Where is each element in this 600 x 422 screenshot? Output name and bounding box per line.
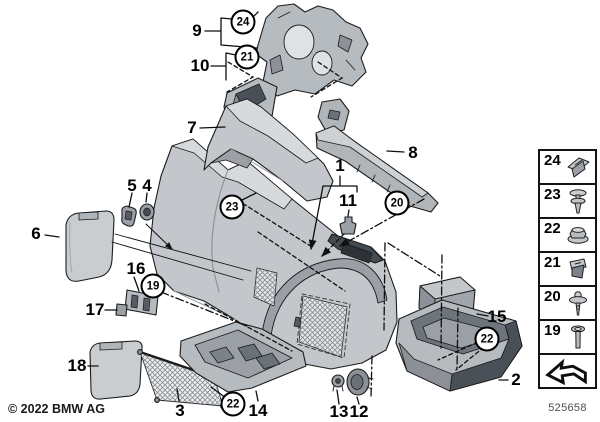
callout-7: 7 — [187, 118, 197, 137]
part-13-fastener — [331, 374, 345, 392]
callout-18: 18 — [67, 356, 87, 375]
callout-circled-22-right: 22 — [474, 326, 500, 352]
legend-number: 21 — [544, 254, 561, 271]
part-5-clip — [121, 205, 137, 227]
callout-circled-23: 23 — [219, 194, 245, 220]
legend-number: 23 — [544, 186, 561, 203]
part-9-mount-bracket — [255, 3, 369, 97]
callout-2: 2 — [511, 370, 521, 389]
legend-number: 24 — [544, 152, 561, 169]
clamp-clip-icon — [569, 258, 587, 279]
bolt-icon — [571, 325, 585, 349]
copyright-notice: © 2022 BMW AG — [8, 402, 105, 416]
spring-clip-icon — [567, 157, 590, 178]
callout-10: 10 — [190, 56, 210, 75]
part-17-cap — [115, 303, 128, 317]
callout-15: 15 — [487, 307, 507, 326]
legend-item-24: 24 — [538, 149, 597, 185]
callout-1: 1 — [335, 156, 345, 175]
part-7-upper-trim — [203, 98, 334, 202]
callout-12: 12 — [349, 402, 369, 421]
part-12-speaker-cover — [346, 368, 374, 396]
part-3-luggage-net — [137, 349, 226, 409]
callout-17: 17 — [85, 300, 105, 319]
part-2-storage-tray — [395, 299, 523, 392]
leader-lines — [44, 11, 509, 405]
callout-circled-20: 20 — [384, 190, 410, 216]
callout-4: 4 — [142, 176, 152, 195]
flange-nut-icon — [567, 227, 589, 244]
legend-number: 20 — [544, 288, 561, 305]
callout-circled-19: 19 — [140, 273, 166, 299]
part-6-cover-cap — [65, 210, 115, 282]
callout-circled-21: 21 — [234, 44, 260, 70]
callout-5: 5 — [127, 176, 137, 195]
legend-number: 22 — [544, 220, 561, 237]
legend-item-20: 20 — [538, 285, 597, 321]
part-11-clip — [339, 216, 357, 235]
legend-number: 19 — [544, 322, 561, 339]
callout-11: 11 — [339, 191, 357, 210]
diagram-number: 525658 — [548, 402, 587, 414]
direction-arrow-box — [538, 353, 597, 389]
part-4-clip — [139, 203, 155, 221]
washer-screw-icon — [569, 291, 587, 316]
legend-item-22: 22 — [538, 217, 597, 253]
legend-item-19: 19 — [538, 319, 597, 355]
callout-3: 3 — [175, 401, 185, 420]
part-14-tool-tray — [179, 321, 307, 393]
callout-9: 9 — [192, 21, 202, 40]
callout-6: 6 — [31, 224, 41, 243]
callout-8: 8 — [408, 143, 418, 162]
panel-vent-mesh — [253, 267, 348, 358]
expansion-rivet-icon — [569, 189, 587, 214]
part-1-side-trim-panel — [149, 138, 398, 370]
callout-13: 13 — [329, 402, 349, 421]
direction-arrow-icon — [545, 358, 587, 386]
callout-16: 16 — [126, 259, 146, 278]
part-8-support-rail — [315, 98, 439, 213]
fastener-legend: 24 23 22 — [538, 149, 597, 389]
callout-circled-22-left: 22 — [220, 391, 246, 417]
callout-circled-24: 24 — [230, 9, 256, 35]
legend-item-21: 21 — [538, 251, 597, 287]
part-18-cover-cap — [89, 340, 143, 400]
callout-14: 14 — [248, 401, 268, 420]
legend-item-23: 23 — [538, 183, 597, 219]
